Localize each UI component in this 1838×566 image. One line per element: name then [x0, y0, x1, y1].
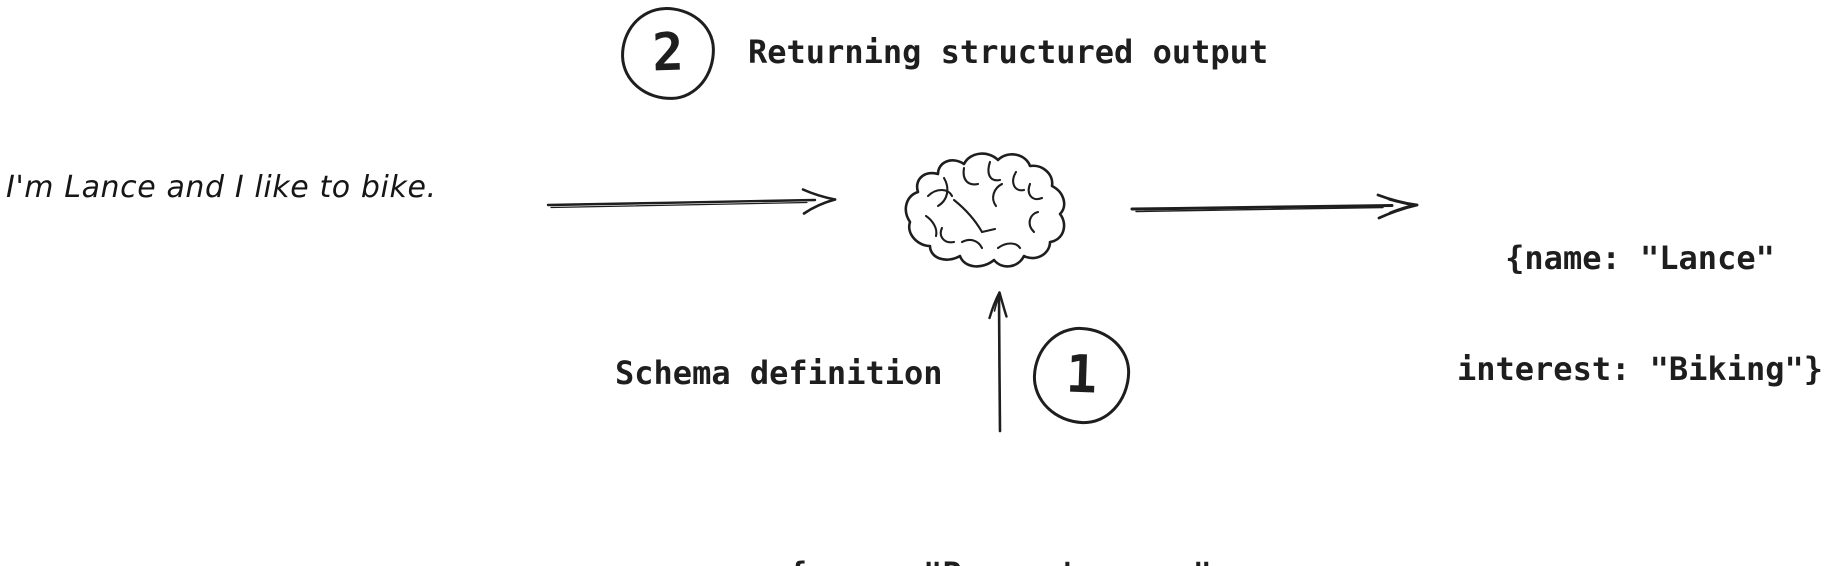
output-json-line-2: interest: "Biking"}: [1456, 350, 1824, 388]
arrow-llm-to-output-icon: [1130, 193, 1419, 220]
schema-json-line-1: {name: "Person's name": [700, 556, 1300, 566]
step-2-badge: 2: [619, 5, 717, 102]
input-message-text: I'm Lance and I like to bike.: [6, 170, 437, 205]
schema-json-text: {name: "Person's name" interest: "Person…: [700, 482, 1300, 566]
step-2-number: 2: [651, 21, 685, 84]
step-1-badge: 1: [1031, 325, 1132, 426]
output-json-text: {name: "Lance" interest: "Biking"}: [1448, 166, 1832, 462]
step-1-label: Schema definition: [615, 354, 943, 392]
step-2-label: Returning structured output: [748, 33, 1269, 71]
brain-icon: [904, 152, 1066, 268]
step-1-number: 1: [1064, 343, 1099, 406]
output-json-line-1: {name: "Lance": [1505, 239, 1775, 277]
arrow-input-to-llm-icon: [546, 188, 837, 215]
arrow-schema-to-llm-icon: [988, 291, 1008, 433]
